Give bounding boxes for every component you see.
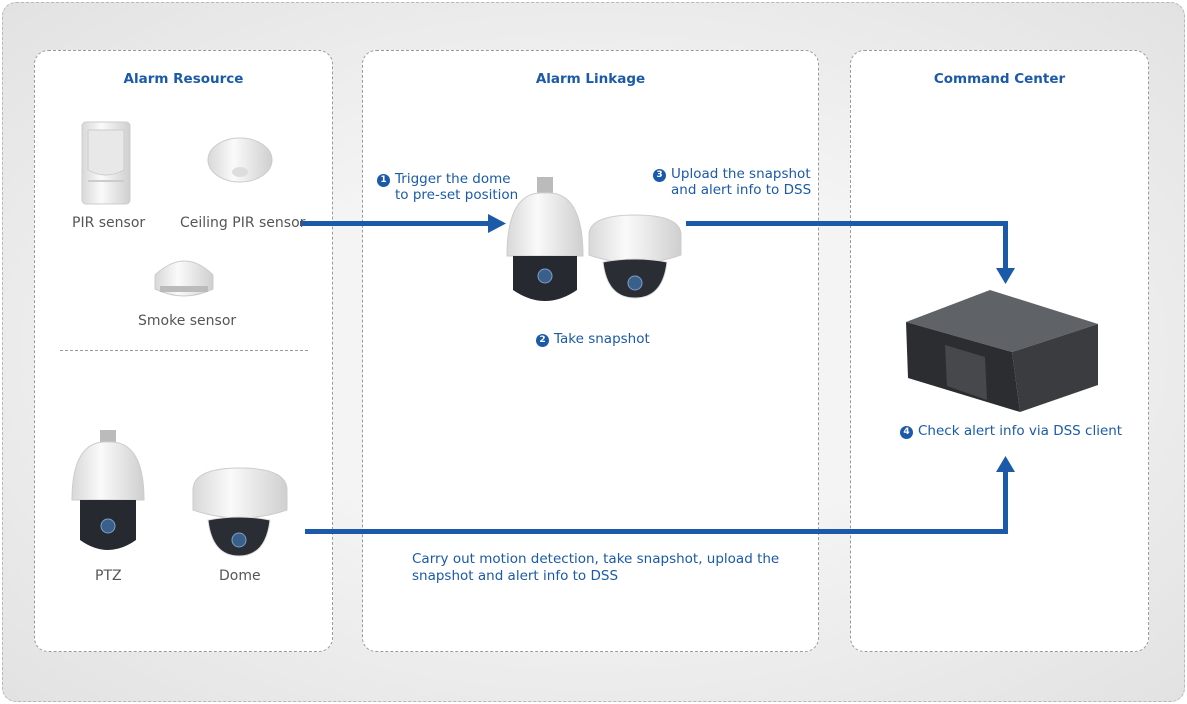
step-number-badge: 3 [653, 169, 666, 182]
dome-camera-icon [192, 467, 288, 557]
smoke-sensor-icon [154, 260, 214, 297]
step-3: 3 Upload the snapshot and alert info to D… [653, 166, 811, 198]
step-text: Take snapshot [554, 331, 650, 347]
dome-label: Dome [219, 568, 261, 584]
pir-sensor-icon [81, 121, 131, 205]
arrow-motion [305, 456, 1015, 534]
panel-title: Alarm Resource [123, 71, 244, 87]
motion-note-line: Carry out motion detection, take snapsho… [412, 551, 780, 567]
smoke-sensor-label: Smoke sensor [138, 313, 237, 329]
step-number-badge: 2 [536, 334, 549, 347]
ptz-camera-icon [71, 430, 145, 550]
step-text: Trigger the dome [395, 171, 511, 187]
step-text: to pre-set position [395, 187, 519, 203]
ceiling-pir-sensor-icon [207, 137, 273, 183]
divider [60, 350, 308, 351]
motion-note-line: snapshot and alert info to DSS [412, 568, 619, 584]
panel-alarm-linkage: Alarm Linkage [362, 50, 819, 652]
step-number-badge: 1 [377, 174, 390, 187]
arrow-trigger [300, 214, 506, 233]
step-text: Upload the snapshot [671, 166, 811, 182]
ptz-camera-icon [506, 177, 584, 301]
step-text: Check alert info via DSS client [918, 423, 1123, 439]
arrow-upload [686, 221, 1015, 284]
motion-note: Carry out motion detection, take snapsho… [412, 551, 779, 585]
step-1: 1 Trigger the dome to pre-set position [377, 171, 518, 203]
panel-title: Command Center [933, 71, 1066, 87]
step-4: 4 Check alert info via DSS client [900, 423, 1122, 439]
step-number-badge: 4 [900, 426, 913, 439]
step-2: 2 Take snapshot [536, 331, 650, 347]
panel-title: Alarm Linkage [535, 71, 646, 87]
pir-sensor-label: PIR sensor [72, 215, 146, 231]
dss-server-icon [906, 290, 1098, 412]
dome-camera-icon [588, 214, 682, 299]
step-text: and alert info to DSS [671, 182, 812, 198]
ptz-label: PTZ [95, 568, 122, 584]
ceiling-pir-sensor-label: Ceiling PIR sensor [180, 215, 306, 231]
